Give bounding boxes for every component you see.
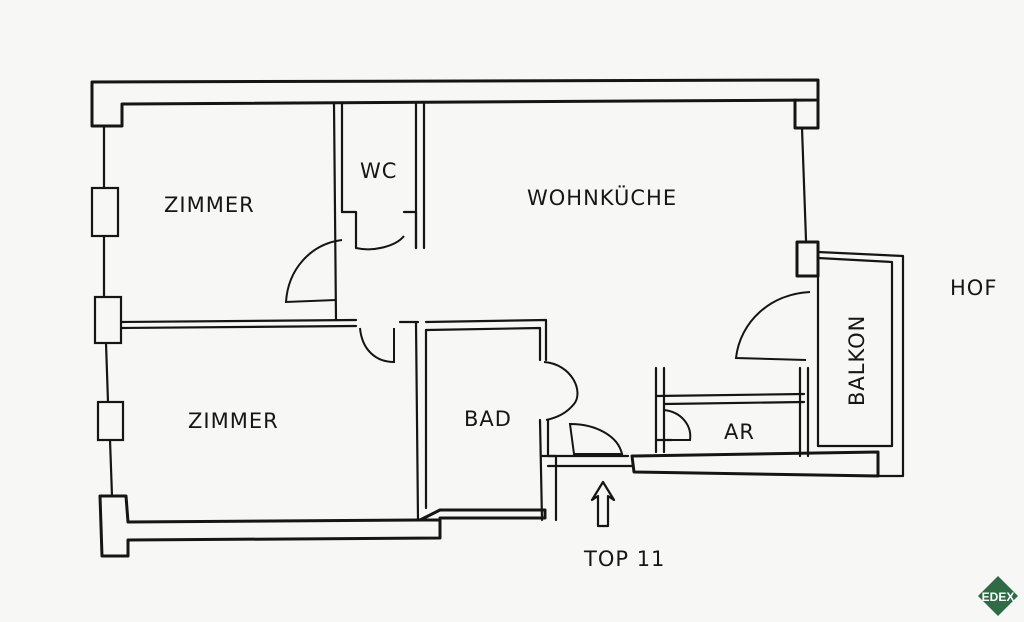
label-entrance-top: TOP 11 [583,547,665,571]
door-zimmer-top [284,239,343,304]
door-bad [543,361,579,421]
room-label-bad: BAD [464,407,512,431]
label-hof: HOF [950,276,997,300]
room-label-balkon: BALKON [845,315,869,406]
window-3 [96,400,125,442]
up-arrow-icon [590,480,616,528]
outer-walls [90,78,905,558]
window-2 [93,295,123,345]
door-balkon [734,291,811,361]
windows [90,186,125,442]
window-1 [90,186,120,238]
room-label-zimmer-bottom: ZIMMER [188,409,279,433]
room-label-wohnkueche: WOHNKÜCHE [527,185,677,210]
edex-logo: EDEX [978,576,1018,616]
room-label-wc: WC [360,159,397,183]
door-entrance [568,422,624,455]
room-label-zimmer-top: ZIMMER [164,193,255,217]
door-ar [663,409,692,441]
room-label-ar: AR [724,420,755,444]
interior-walls [120,102,810,522]
door-zimmer-bottom [359,327,395,364]
door-wc [355,235,405,251]
doors [284,235,811,455]
svg-text:EDEX: EDEX [982,590,1015,604]
